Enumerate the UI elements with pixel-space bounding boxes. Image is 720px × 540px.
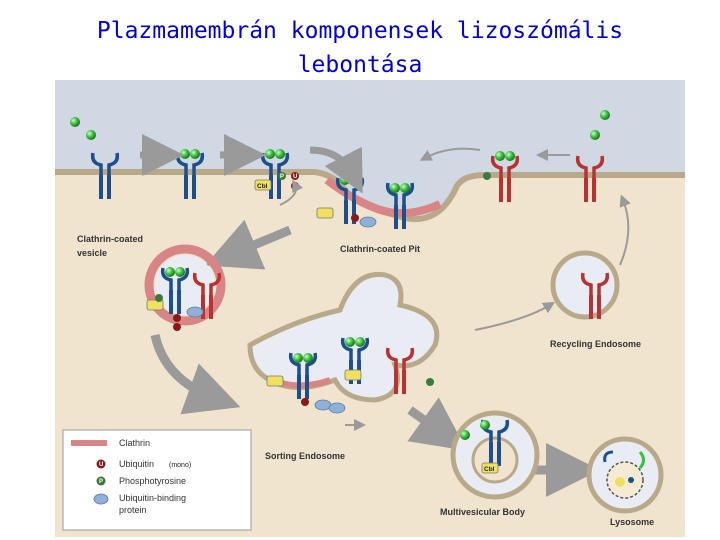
ubiquitin-swatch-icon (96, 459, 106, 469)
arrow (619, 194, 631, 266)
legend-ubiquitin-binding-1: Ubiquitin-binding (119, 493, 186, 503)
arrow (407, 397, 467, 451)
legend-ubiquitin: Ubiquitin (119, 459, 154, 469)
page-title-line-2: lebontása (297, 52, 423, 78)
label-multivesicular-body: Multivesicular Body (440, 507, 525, 517)
extracellular-space (55, 80, 685, 220)
svg-text:P: P (99, 479, 103, 485)
arrow (474, 301, 556, 331)
legend-ubiquitin-note: (mono) (169, 462, 191, 469)
lysosome (586, 436, 664, 514)
arrow (205, 219, 292, 270)
label-coated-vesicle-2: vesicle (77, 248, 107, 258)
label-coated-vesicle-1: Clathrin-coated (77, 234, 143, 244)
arrow (419, 147, 481, 161)
endocytosis-diagram: P U Cbl Clathrin-coated vesicle Clathrin… (55, 80, 685, 537)
page-title-line-1: Plazmamembrán komponensek lizoszómális (96, 18, 624, 44)
sorting-endosome (247, 271, 440, 414)
legend-clathrin: Clathrin (119, 438, 150, 448)
svg-text:Cbl: Cbl (484, 466, 495, 473)
label-lysosome: Lysosome (610, 517, 654, 527)
ligand-icon (70, 117, 80, 127)
phosphotyrosine-swatch-icon (96, 476, 106, 486)
ligand-icon (86, 130, 96, 140)
legend-ubiquitin-binding-2: protein (119, 505, 147, 515)
arrow (309, 146, 363, 194)
recycling-endosome (550, 250, 620, 321)
multivesicular-body: Cbl (450, 410, 540, 500)
svg-text:U: U (99, 462, 103, 468)
pit-receptor-complex-2 (385, 181, 415, 231)
arrow (279, 179, 304, 206)
legend: Clathrin U Ubiquitin (mono) P Phosphotyr… (62, 429, 252, 531)
legend-phosphotyrosine: Phosphotyrosine (119, 476, 186, 486)
clathrin-coated-vesicle (144, 244, 226, 331)
label-sorting-endosome: Sorting Endosome (265, 451, 345, 461)
ligand-icon (600, 110, 610, 120)
svg-text:Cbl: Cbl (257, 183, 268, 190)
label-recycling-endosome: Recycling Endosome (550, 339, 641, 349)
arrow (150, 333, 241, 415)
svg-text:U: U (293, 174, 297, 180)
ubiquitin-binding-protein-swatch-icon (93, 493, 109, 505)
ligand-icon (590, 130, 600, 140)
recycled-receptor (483, 151, 520, 204)
label-coated-pit: Clathrin-coated Pit (340, 244, 420, 254)
svg-text:P: P (280, 174, 284, 180)
